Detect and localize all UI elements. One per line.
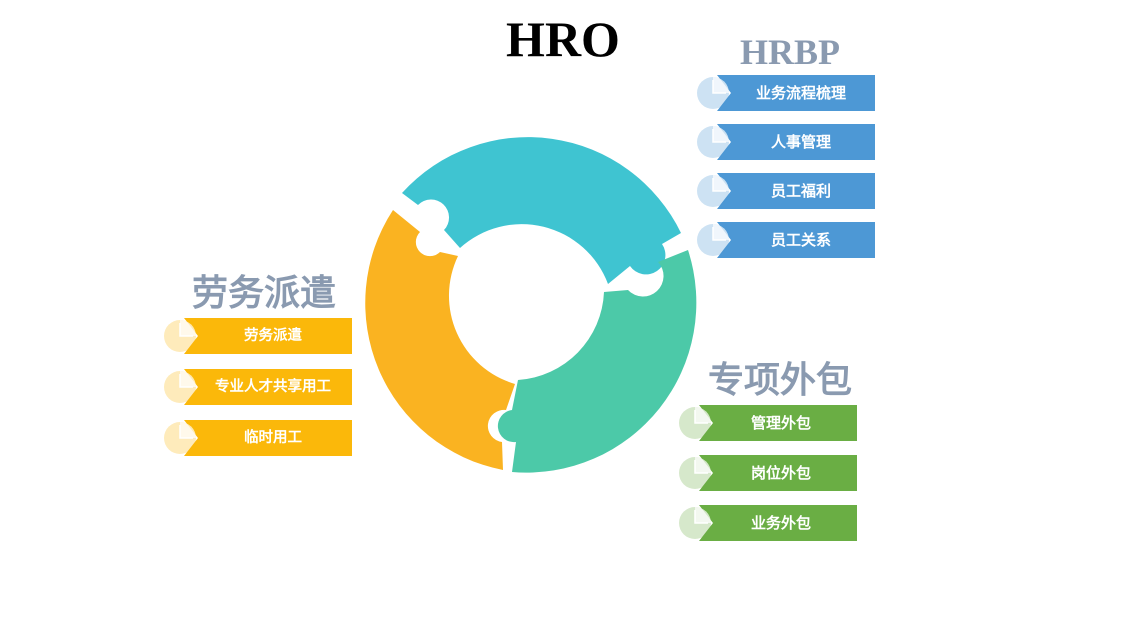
list-item: 业务外包 xyxy=(679,505,857,541)
item-tag xyxy=(679,455,857,491)
list-item: 员工福利 xyxy=(697,173,875,209)
list-item: 员工关系 xyxy=(697,222,875,258)
item-tag-shape xyxy=(717,222,875,258)
list-item: 管理外包 xyxy=(679,405,857,441)
pie-divider xyxy=(712,80,726,94)
item-tag xyxy=(679,405,857,441)
item-tag xyxy=(697,124,875,160)
pie-slice xyxy=(695,457,711,473)
item-tag-shape xyxy=(184,318,352,354)
dispatch-item-list: 劳务派遣 专业人才共享用工 临时用工 xyxy=(164,318,352,471)
pie-slice xyxy=(180,422,196,438)
outsource-title: 专项外包 xyxy=(707,360,852,401)
item-tag-shape xyxy=(717,173,875,209)
item-label: 人事管理 xyxy=(770,133,831,151)
pie-divider xyxy=(694,410,708,424)
ring-segment-green xyxy=(497,250,697,473)
outsource-item-list: 管理外包 岗位外包 业务外包 xyxy=(679,405,857,555)
item-tag-shape xyxy=(699,455,857,491)
item-label: 劳务派遣 xyxy=(244,328,302,344)
pie-divider xyxy=(179,374,193,388)
item-label: 岗位外包 xyxy=(750,464,811,482)
pie-slice xyxy=(180,371,196,387)
item-tag xyxy=(697,222,875,258)
item-label: 管理外包 xyxy=(750,414,811,432)
item-tag xyxy=(164,369,352,405)
ring-segment-teal xyxy=(402,137,681,284)
item-tag xyxy=(164,318,352,354)
dispatch-title: 劳务派遣 xyxy=(191,273,336,314)
hrbp-title: HRBP xyxy=(739,32,840,72)
item-label: 专业人才共享用工 xyxy=(215,379,331,395)
item-tag xyxy=(679,505,857,541)
hrbp-item-list: 业务流程梳理 人事管理 员工福利 员工关系 xyxy=(697,75,875,271)
pie-slice xyxy=(713,175,729,191)
pie-divider xyxy=(179,425,193,439)
pie-slice xyxy=(713,224,729,240)
list-item: 劳务派遣 xyxy=(164,318,352,354)
item-label: 员工关系 xyxy=(770,231,831,249)
item-label: 业务外包 xyxy=(750,514,811,532)
pie-slice xyxy=(695,407,711,423)
pie-divider xyxy=(712,129,726,143)
pie-divider xyxy=(179,323,193,337)
diagram-title: HRO xyxy=(506,11,620,67)
pie-divider xyxy=(694,460,708,474)
item-tag-shape xyxy=(184,369,352,405)
item-tag xyxy=(164,420,352,456)
list-item: 人事管理 xyxy=(697,124,875,160)
pie-divider xyxy=(694,510,708,524)
item-label: 业务流程梳理 xyxy=(755,84,846,102)
item-tag-shape xyxy=(699,405,857,441)
ring-segment-orange xyxy=(365,210,515,470)
item-tag-shape xyxy=(717,124,875,160)
pie-slice xyxy=(695,507,711,523)
pie-slice xyxy=(713,77,729,93)
item-tag xyxy=(697,173,875,209)
list-item: 岗位外包 xyxy=(679,455,857,491)
pie-divider xyxy=(712,227,726,241)
item-label: 临时用工 xyxy=(244,430,302,446)
list-item: 业务流程梳理 xyxy=(697,75,875,111)
item-tag-shape xyxy=(717,75,875,111)
pie-slice xyxy=(713,126,729,142)
item-tag-shape xyxy=(699,505,857,541)
item-tag xyxy=(697,75,875,111)
item-label: 员工福利 xyxy=(770,182,831,200)
list-item: 专业人才共享用工 xyxy=(164,369,352,405)
pie-slice xyxy=(180,320,196,336)
item-tag-shape xyxy=(184,420,352,456)
pie-divider xyxy=(712,178,726,192)
list-item: 临时用工 xyxy=(164,420,352,456)
